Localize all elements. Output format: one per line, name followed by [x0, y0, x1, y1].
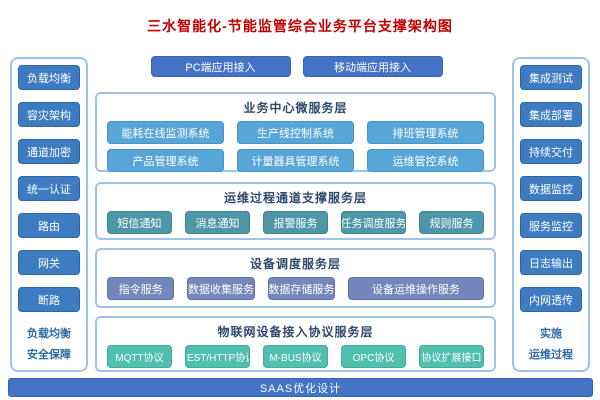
service-product-management-system[interactable]: 产品管理系统 — [107, 149, 224, 172]
service-data-storage[interactable]: 数据存储服务 — [267, 277, 336, 300]
protocol-opc[interactable]: OPC协议 — [341, 345, 406, 368]
service-metering-device-management-system[interactable]: 计量器具管理系统 — [237, 149, 354, 172]
service-data-collection[interactable]: 数据收集服务 — [187, 277, 255, 300]
protocol-rest-http[interactable]: REST/HTTP协议 — [185, 345, 250, 368]
sidebar-item-service-monitoring[interactable]: 服务监控 — [520, 213, 582, 238]
left-caption-line: 安全保障 — [27, 348, 71, 361]
sidebar-item-intranet-passthrough[interactable]: 内网透传 — [520, 287, 582, 312]
left-caption-line: 负载均衡 — [27, 328, 71, 340]
right-sidebar-caption: 实施 运维过程 — [529, 324, 573, 366]
service-shift-management-system[interactable]: 排班管理系统 — [367, 121, 484, 144]
layer-title: 业务中心微服务层 — [243, 101, 348, 115]
sidebar-item-unified-auth[interactable]: 统一认证 — [18, 176, 80, 201]
saas-optimization-bar[interactable]: SAAS优化设计 — [8, 378, 593, 397]
service-production-line-control-system[interactable]: 生产线控制系统 — [237, 121, 354, 144]
sidebar-item-load-balancing[interactable]: 负载均衡 — [18, 65, 80, 90]
service-message-notification[interactable]: 消息通知 — [185, 211, 250, 234]
service-rules[interactable]: 规则服务 — [419, 211, 484, 234]
service-command[interactable]: 指令服务 — [107, 277, 175, 300]
service-alarm[interactable]: 报警服务 — [263, 211, 328, 234]
sidebar-item-integration-deploy[interactable]: 集成部署 — [520, 102, 582, 127]
page-title: 三水智能化-节能监管综合业务平台支撑架构图 — [147, 18, 453, 34]
sidebar-item-continuous-delivery[interactable]: 持续交付 — [520, 139, 582, 164]
protocol-mqtt[interactable]: MQTT协议 — [107, 345, 172, 368]
app-access-row: PC端应用接入 移动端应用接入 — [95, 56, 498, 77]
service-sms-notification[interactable]: 短信通知 — [107, 211, 172, 234]
pc-app-access-button[interactable]: PC端应用接入 — [150, 56, 291, 77]
sidebar-item-log-output[interactable]: 日志输出 — [520, 250, 582, 275]
service-device-om-operation[interactable]: 设备运维操作服务 — [348, 277, 484, 300]
sidebar-item-gateway[interactable]: 网关 — [18, 250, 80, 275]
protocol-m-bus[interactable]: M-BUS协议 — [263, 345, 328, 368]
service-om-control-system[interactable]: 运维管控系统 — [367, 149, 484, 172]
sidebar-item-routing[interactable]: 路由 — [18, 213, 80, 238]
service-task-scheduling[interactable]: 任务调度服务 — [341, 211, 406, 234]
layer-title: 设备调度服务层 — [249, 257, 341, 271]
layer-title: 运维过程通道支撑服务层 — [223, 191, 367, 205]
left-sidebar-caption: 负载均衡 安全保障 — [27, 324, 71, 366]
layer-title: 物联网设备接入协议服务层 — [217, 325, 374, 339]
right-sidebar: 集成测试 集成部署 持续交付 数据监控 服务监控 日志输出 内网透传 实施 运维… — [512, 57, 590, 372]
sidebar-item-data-monitoring[interactable]: 数据监控 — [520, 176, 582, 201]
service-energy-online-monitoring-system[interactable]: 能耗在线监测系统 — [107, 121, 224, 144]
layer-om-channel-support-services: 运维过程通道支撑服务层 短信通知 消息通知 报警服务 任务调度服务 规则服务 — [95, 182, 496, 240]
sidebar-item-circuit-breaker[interactable]: 断路 — [18, 287, 80, 312]
layer-device-scheduling-services: 设备调度服务层 指令服务 数据收集服务 数据存储服务 设备运维操作服务 — [95, 248, 496, 308]
sidebar-item-integration-test[interactable]: 集成测试 — [520, 65, 582, 90]
sidebar-item-channel-encryption[interactable]: 通道加密 — [18, 139, 80, 164]
protocol-extension-interface[interactable]: 协议扩展接口 — [419, 345, 484, 368]
right-caption-line: 运维过程 — [529, 348, 573, 361]
layer-business-center-microservices: 业务中心微服务层 能耗在线监测系统 生产线控制系统 排班管理系统 产品管理系统 … — [95, 92, 496, 172]
mobile-app-access-button[interactable]: 移动端应用接入 — [302, 56, 443, 77]
right-caption-line: 实施 — [540, 328, 562, 340]
sidebar-item-disaster-recovery[interactable]: 容灾架构 — [18, 102, 80, 127]
left-sidebar: 负载均衡 容灾架构 通道加密 统一认证 路由 网关 断路 负载均衡 安全保障 — [10, 57, 88, 372]
layer-iot-access-protocol-services: 物联网设备接入协议服务层 MQTT协议 REST/HTTP协议 M-BUS协议 … — [95, 316, 496, 372]
